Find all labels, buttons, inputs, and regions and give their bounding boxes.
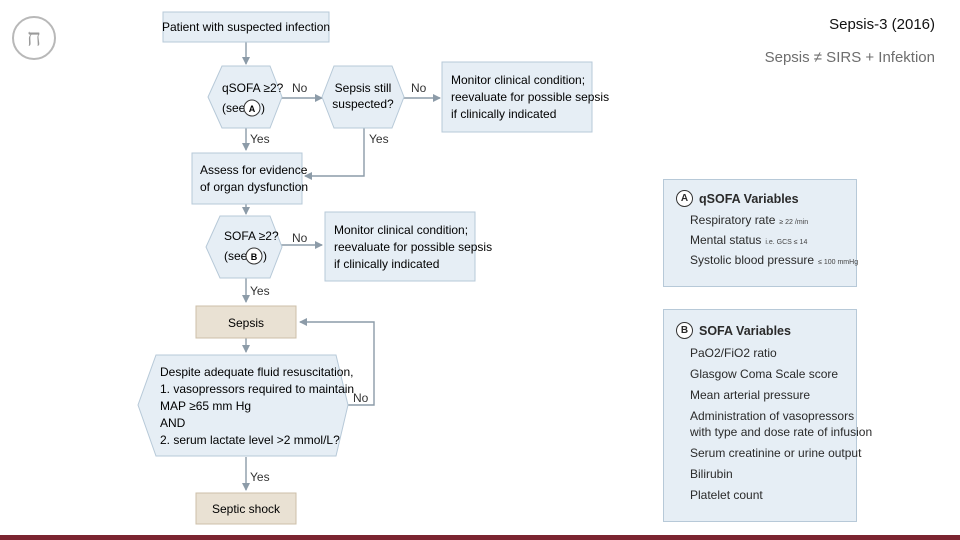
qsofa-panel-title: qSOFA Variables	[699, 191, 799, 206]
qsofa-item-label: Systolic blood pressure	[690, 253, 815, 267]
monitor-1-line2: reevaluate for possible sepsis	[451, 90, 609, 104]
qsofa-decision-prefix: (see	[222, 101, 246, 115]
bottom-accent-bar	[0, 535, 960, 540]
qsofa-item: Systolic blood pressure≤ 100 mmHg	[690, 253, 859, 267]
sofa-decision-prefix: (see	[224, 249, 248, 263]
start-text: Patient with suspected infection	[162, 20, 330, 34]
sofa-variables-panel: B SOFA Variables PaO2/FiO2 ratio Glasgow…	[663, 309, 873, 522]
monitor-1-line3: if clinically indicated	[451, 107, 556, 121]
connectors	[242, 42, 441, 491]
slide-subtitle: Sepsis ≠ SIRS + Infektion	[764, 49, 935, 66]
shock-line4: AND	[160, 416, 186, 430]
sepsis-node: Sepsis	[195, 305, 297, 339]
badge-a-circle	[243, 99, 261, 117]
arrow-shock-no	[299, 318, 375, 406]
qsofa-item-note: ≥ 22 /min	[779, 219, 809, 226]
sofa-item: PaO2/FiO2 ratio	[690, 346, 777, 360]
sofa-item: Bilirubin	[690, 467, 733, 481]
qsofa-decision-line1: qSOFA ≥2?	[222, 81, 284, 95]
monitor-2-line1: Monitor clinical condition;	[334, 223, 468, 237]
sofa-item: Administration of vasopressors	[690, 409, 855, 423]
sofa-item: Platelet count	[690, 488, 763, 502]
monitor-2-line2: reevaluate for possible sepsis	[334, 240, 492, 254]
assess-line1: Assess for evidence	[200, 163, 308, 177]
shock-line5: 2. serum lactate level >2 mmol/L?	[160, 433, 340, 447]
qsofa-item-label: Mental status	[690, 233, 762, 247]
monitor-2-line3: if clinically indicated	[334, 257, 439, 271]
label-yes-sofa: Yes	[250, 284, 270, 298]
sofa-item: Mean arterial pressure	[690, 388, 811, 402]
sepsis-still-line1: Sepsis still	[335, 81, 392, 95]
label-no-qsofa: No	[292, 81, 308, 95]
label-no-sofa: No	[292, 231, 308, 245]
shock-line2: 1. vasopressors required to maintain	[160, 382, 354, 396]
start-node: Patient with suspected infection	[162, 11, 330, 43]
arrow-still-yes	[304, 128, 365, 180]
label-no-shock: No	[353, 391, 369, 405]
qsofa-decision: qSOFA ≥2? (see A )	[207, 65, 284, 129]
septic-shock-text: Septic shock	[212, 502, 281, 516]
label-no-still: No	[411, 81, 427, 95]
qsofa-item-label: Respiratory rate	[690, 213, 776, 227]
qsofa-item-note: i.e. GCS ≤ 14	[765, 239, 808, 246]
qsofa-decision-suffix: )	[261, 101, 265, 115]
qsofa-variables-panel: A qSOFA Variables Respiratory rate≥ 22 /…	[663, 179, 859, 287]
label-yes-shock: Yes	[250, 470, 270, 484]
badge-b-circle	[245, 247, 263, 265]
sofa-badge: B	[251, 252, 258, 262]
septic-shock-node: Septic shock	[195, 492, 297, 525]
label-yes-still: Yes	[369, 132, 389, 146]
qsofa-panel-header: A qSOFA Variables	[676, 190, 856, 207]
qsofa-item: Respiratory rate≥ 22 /min	[690, 213, 856, 227]
qsofa-badge: A	[249, 104, 256, 114]
shock-line3: MAP ≥65 mm Hg	[160, 399, 251, 413]
sepsis-still-line2: suspected?	[332, 97, 394, 111]
sofa-panel-badge: B	[676, 322, 693, 339]
sofa-item: with type and dose rate of infusion	[690, 425, 873, 439]
shock-decision: Despite adequate fluid resuscitation, 1.…	[137, 354, 354, 457]
sofa-decision-suffix: )	[263, 249, 267, 263]
monitor-node-2: Monitor clinical condition; reevaluate f…	[324, 211, 492, 282]
sepsis-text: Sepsis	[228, 316, 264, 330]
assess-node: Assess for evidence of organ dysfunction	[191, 152, 308, 205]
slide-title: Sepsis-3 (2016)	[829, 16, 935, 33]
sofa-panel-header: B SOFA Variables	[676, 322, 856, 339]
sepsis-still-decision: Sepsis still suspected?	[321, 65, 405, 129]
sofa-item: Serum creatinine or urine output	[690, 446, 862, 460]
shock-line1: Despite adequate fluid resuscitation,	[160, 365, 353, 379]
sofa-decision-line1: SOFA ≥2?	[224, 229, 279, 243]
sofa-panel-title: SOFA Variables	[699, 323, 791, 338]
label-yes-qsofa: Yes	[250, 132, 270, 146]
qsofa-item-note: ≤ 100 mmHg	[818, 259, 859, 266]
sofa-item: Glasgow Coma Scale score	[690, 367, 839, 381]
monitor-node-1: Monitor clinical condition; reevaluate f…	[441, 61, 609, 133]
sofa-decision: SOFA ≥2? (see B )	[205, 215, 283, 279]
monitor-1-line1: Monitor clinical condition;	[451, 73, 585, 87]
qsofa-panel-badge: A	[676, 190, 693, 207]
logo: ח	[12, 16, 56, 60]
assess-line2: of organ dysfunction	[200, 180, 308, 194]
